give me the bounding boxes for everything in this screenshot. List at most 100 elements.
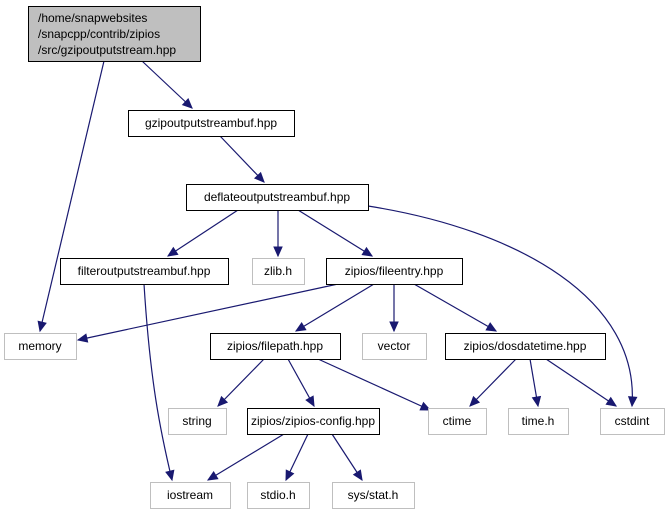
edge-dosdatetime-to-cstdint bbox=[545, 358, 618, 407]
arrowhead bbox=[253, 171, 265, 183]
edge-line bbox=[295, 283, 375, 332]
node-label: cstdint bbox=[615, 414, 650, 428]
edge-deflateoutputstreambuf-to-filteroutputstreambuf bbox=[166, 209, 239, 257]
edge-line bbox=[143, 283, 173, 481]
node-box bbox=[362, 333, 427, 360]
arrowhead bbox=[361, 246, 374, 257]
node-label: zipios/fileentry.hpp bbox=[345, 264, 444, 278]
node-label: string bbox=[182, 414, 211, 428]
node-label: filteroutputstreambuf.hpp bbox=[78, 264, 211, 278]
node-vector: vector bbox=[362, 333, 427, 360]
node-box bbox=[150, 482, 231, 509]
node-label: vector bbox=[378, 339, 411, 353]
arrowhead bbox=[305, 395, 315, 408]
node-label: gzipoutputstreambuf.hpp bbox=[145, 116, 277, 130]
node-label: iostream bbox=[167, 488, 213, 502]
node-cstdint: cstdint bbox=[600, 408, 665, 435]
edge-line bbox=[217, 358, 265, 407]
node-box bbox=[600, 408, 665, 435]
arrowhead bbox=[273, 246, 283, 258]
node-box bbox=[247, 482, 310, 509]
edge-root-to-memory bbox=[37, 60, 105, 333]
arrowhead bbox=[352, 469, 363, 482]
node-label: zipios/dosdatetime.hpp bbox=[464, 339, 587, 353]
arrowhead bbox=[605, 396, 618, 407]
edge-deflateoutputstreambuf-to-fileentry bbox=[297, 209, 374, 257]
arrowhead bbox=[217, 395, 229, 407]
node-gzipoutputstreambuf[interactable]: gzipoutputstreambuf.hpp bbox=[128, 110, 295, 137]
node-label: zipios/filepath.hpp bbox=[227, 339, 323, 353]
edge-filepath-to-zipiosconfig bbox=[287, 358, 315, 408]
node-box bbox=[428, 408, 487, 435]
edge-line bbox=[297, 209, 373, 257]
node-box bbox=[332, 482, 415, 509]
node-filteroutputstreambuf[interactable]: filteroutputstreambuf.hpp bbox=[60, 258, 229, 285]
edge-line bbox=[469, 358, 517, 407]
node-filepath[interactable]: zipios/filepath.hpp bbox=[210, 333, 341, 360]
node-string: string bbox=[168, 408, 227, 435]
edge-line bbox=[207, 433, 285, 481]
edge-line bbox=[413, 283, 497, 332]
arrowhead bbox=[419, 401, 432, 411]
node-stdioh: stdio.h bbox=[247, 482, 310, 509]
node-fileentry[interactable]: zipios/fileentry.hpp bbox=[326, 258, 463, 285]
edge-filepath-to-ctime bbox=[317, 358, 432, 411]
node-box bbox=[247, 408, 380, 435]
arrowhead bbox=[531, 395, 542, 408]
node-dosdatetime[interactable]: zipios/dosdatetime.hpp bbox=[445, 333, 606, 360]
edge-dosdatetime-to-ctime bbox=[469, 358, 517, 407]
edge-deflateoutputstreambuf-to-cstdint bbox=[367, 205, 638, 408]
edge-zipiosconfig-to-iostream bbox=[206, 433, 285, 481]
node-deflateoutputstreambuf[interactable]: deflateoutputstreambuf.hpp bbox=[186, 184, 369, 211]
node-label: zipios/zipios-config.hpp bbox=[251, 414, 375, 428]
edge-line bbox=[141, 60, 193, 109]
node-box bbox=[445, 333, 606, 360]
node-label: zlib.h bbox=[264, 264, 292, 278]
node-box bbox=[186, 184, 369, 211]
edge-fileentry-to-filepath bbox=[294, 283, 375, 332]
edge-line bbox=[39, 60, 105, 332]
edge-line bbox=[77, 283, 339, 341]
node-zipiosconfig[interactable]: zipios/zipios-config.hpp bbox=[247, 408, 380, 435]
node-label: /src/gzipoutputstream.hpp bbox=[38, 43, 176, 57]
node-label: /home/snapwebsites bbox=[38, 11, 147, 25]
edge-fileentry-to-dosdatetime bbox=[413, 283, 498, 332]
edge-filteroutputstreambuf-to-iostream bbox=[143, 283, 175, 482]
node-label: ctime bbox=[443, 414, 472, 428]
node-label: deflateoutputstreambuf.hpp bbox=[204, 190, 350, 204]
arrowhead bbox=[294, 322, 307, 332]
edge-line bbox=[167, 209, 239, 257]
node-box bbox=[210, 333, 341, 360]
node-zlib: zlib.h bbox=[252, 258, 305, 285]
edge-dosdatetime-to-timeh bbox=[529, 358, 542, 408]
nodes-layer: /home/snapwebsites/snapcpp/contrib/zipio… bbox=[4, 6, 665, 509]
edge-line bbox=[545, 358, 617, 407]
node-label: time.h bbox=[522, 414, 555, 428]
node-memory: memory bbox=[4, 333, 77, 360]
arrowhead bbox=[165, 469, 175, 482]
node-box bbox=[60, 258, 229, 285]
node-ctime: ctime bbox=[428, 408, 487, 435]
edge-line bbox=[367, 205, 633, 407]
node-root[interactable]: /home/snapwebsites/snapcpp/contrib/zipio… bbox=[28, 6, 201, 62]
edge-deflateoutputstreambuf-to-zlib bbox=[273, 210, 283, 258]
node-sysstat: sys/stat.h bbox=[332, 482, 415, 509]
arrowhead bbox=[76, 333, 89, 343]
edge-line bbox=[317, 358, 431, 411]
node-box bbox=[252, 258, 305, 285]
edge-line bbox=[219, 135, 265, 183]
arrowhead bbox=[285, 469, 295, 482]
node-box bbox=[168, 408, 227, 435]
arrowhead bbox=[469, 395, 481, 407]
arrowhead bbox=[485, 322, 498, 332]
arrowhead bbox=[37, 320, 47, 333]
arrowhead bbox=[206, 471, 219, 481]
arrowhead bbox=[627, 396, 638, 408]
edge-zipiosconfig-to-sysstat bbox=[331, 433, 363, 482]
arrowhead bbox=[389, 321, 399, 333]
node-label: /snapcpp/contrib/zipios bbox=[38, 27, 160, 41]
edge-root-to-gzipoutputstreambuf bbox=[141, 60, 193, 109]
arrowhead bbox=[181, 98, 193, 109]
node-iostream: iostream bbox=[150, 482, 231, 509]
